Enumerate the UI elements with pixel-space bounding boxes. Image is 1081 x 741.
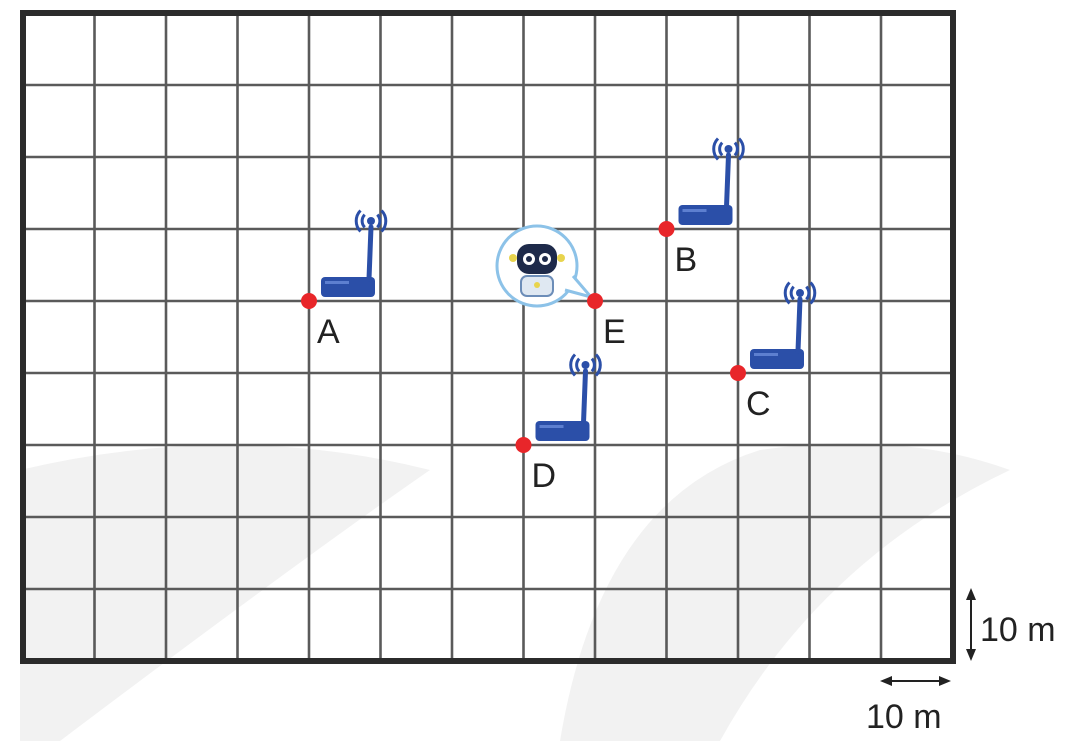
wifi-wave-right: [382, 211, 386, 232]
robot-pupil-left: [526, 256, 532, 262]
robot-chest-light: [534, 282, 540, 288]
wifi-wave-right: [806, 287, 809, 300]
point-label-b: B: [675, 241, 698, 279]
vertical-scale-label: 10 m: [980, 611, 1056, 649]
point-marker-e: [587, 293, 603, 309]
robot-ear-left: [509, 254, 517, 262]
wifi-wave-left: [356, 211, 360, 232]
wifi-wave-left: [791, 287, 794, 300]
point-marker-b: [659, 221, 675, 237]
router-highlight: [325, 281, 349, 284]
wifi-router-icon: [321, 211, 386, 298]
point-marker-d: [516, 437, 532, 453]
vertical-scale: 10 m: [966, 588, 1056, 661]
wifi-wave-left: [577, 359, 580, 372]
robot-ear-right: [557, 254, 565, 262]
router-antenna: [584, 371, 586, 423]
point-label-e: E: [603, 313, 626, 351]
horizontal-scale: 10 m: [866, 676, 951, 736]
point-marker-a: [301, 293, 317, 309]
router-highlight: [540, 425, 564, 428]
wifi-wave-right: [811, 283, 815, 304]
wifi-router-icon: [536, 355, 601, 442]
watermark-leaf-right: [560, 443, 1010, 741]
wifi-wave-left: [362, 215, 365, 228]
wifi-wave-left: [714, 139, 718, 160]
horizontal-scale-arrowhead-left: [880, 676, 892, 686]
robot-layer: [497, 226, 591, 306]
watermark-leaf-left: [20, 445, 430, 741]
point-label-d: D: [532, 457, 557, 495]
router-antenna: [369, 227, 371, 279]
wifi-wave-right: [377, 215, 380, 228]
watermark-logo: [20, 443, 1010, 741]
antenna-tip: [796, 289, 804, 297]
router-highlight: [754, 353, 778, 356]
vertical-scale-arrowhead-bottom: [966, 649, 976, 661]
antenna-tip: [582, 361, 590, 369]
point-label-a: A: [317, 313, 340, 351]
wifi-wave-left: [720, 143, 723, 156]
wifi-router-icon: [679, 139, 744, 226]
wifi-wave-right: [592, 359, 595, 372]
wifi-wave-left: [785, 283, 789, 304]
horizontal-scale-label: 10 m: [866, 698, 942, 736]
router-antenna: [727, 155, 729, 207]
wifi-wave-right: [735, 143, 738, 156]
router-antenna: [798, 299, 800, 351]
antenna-tip: [725, 145, 733, 153]
wifi-wave-left: [571, 355, 575, 376]
robot-mascot-icon: [497, 226, 591, 306]
horizontal-scale-arrowhead-right: [939, 676, 951, 686]
wifi-wave-right: [739, 139, 743, 160]
wifi-wave-right: [596, 355, 600, 376]
point-label-c: C: [746, 385, 771, 423]
wifi-router-icon: [750, 283, 815, 370]
robot-pupil-right: [542, 256, 548, 262]
point-marker-c: [730, 365, 746, 381]
router-highlight: [683, 209, 707, 212]
antenna-tip: [367, 217, 375, 225]
vertical-scale-arrowhead-top: [966, 588, 976, 600]
